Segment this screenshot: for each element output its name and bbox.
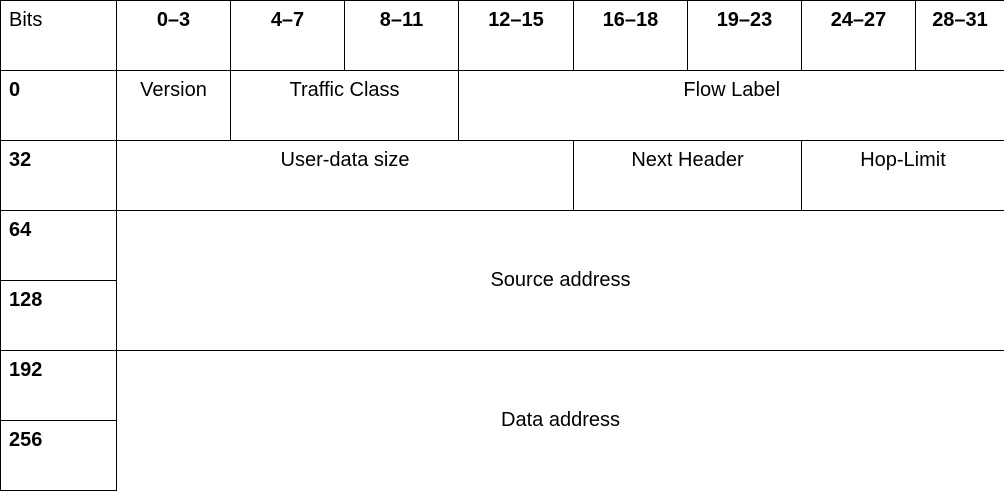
- traffic-class-field: Traffic Class: [230, 70, 459, 141]
- bits-label: Bits: [0, 0, 117, 71]
- next-header-field: Next Header: [573, 140, 802, 211]
- source-address-field: Source address: [116, 210, 1004, 351]
- row-label-0: 0: [0, 70, 117, 141]
- col-header-12-15: 12–15: [458, 0, 574, 71]
- row-bit-192: 192 Data address: [0, 350, 1004, 491]
- row-bit-0: 0 Version Traffic Class Flow Label: [0, 70, 1004, 141]
- col-header-16-18: 16–18: [573, 0, 688, 71]
- col-header-0-3: 0–3: [116, 0, 231, 71]
- version-field: Version: [116, 70, 231, 141]
- row-label-64: 64: [0, 210, 117, 281]
- data-address-field: Data address: [116, 350, 1004, 491]
- hop-limit-field: Hop-Limit: [801, 140, 1004, 211]
- row-label-256: 256: [0, 420, 117, 491]
- flow-label-field: Flow Label: [458, 70, 1004, 141]
- col-header-4-7: 4–7: [230, 0, 345, 71]
- col-header-8-11: 8–11: [344, 0, 459, 71]
- row-bit-32: 32 User-data size Next Header Hop-Limit: [0, 140, 1004, 211]
- row-label-192: 192: [0, 350, 117, 421]
- row-label-32: 32: [0, 140, 117, 211]
- row-label-128: 128: [0, 280, 117, 351]
- row-bit-128: 128: [0, 280, 1004, 351]
- header-row: Bits 0–3 4–7 8–11 12–15 16–18 19–23 24–2…: [0, 0, 1004, 71]
- row-bit-64: 64 Source address: [0, 210, 1004, 351]
- row-bit-256: 256: [0, 420, 1004, 491]
- col-header-24-27: 24–27: [801, 0, 916, 71]
- col-header-19-23: 19–23: [687, 0, 802, 71]
- col-header-28-31: 28–31: [915, 0, 1004, 71]
- user-data-size-field: User-data size: [116, 140, 574, 211]
